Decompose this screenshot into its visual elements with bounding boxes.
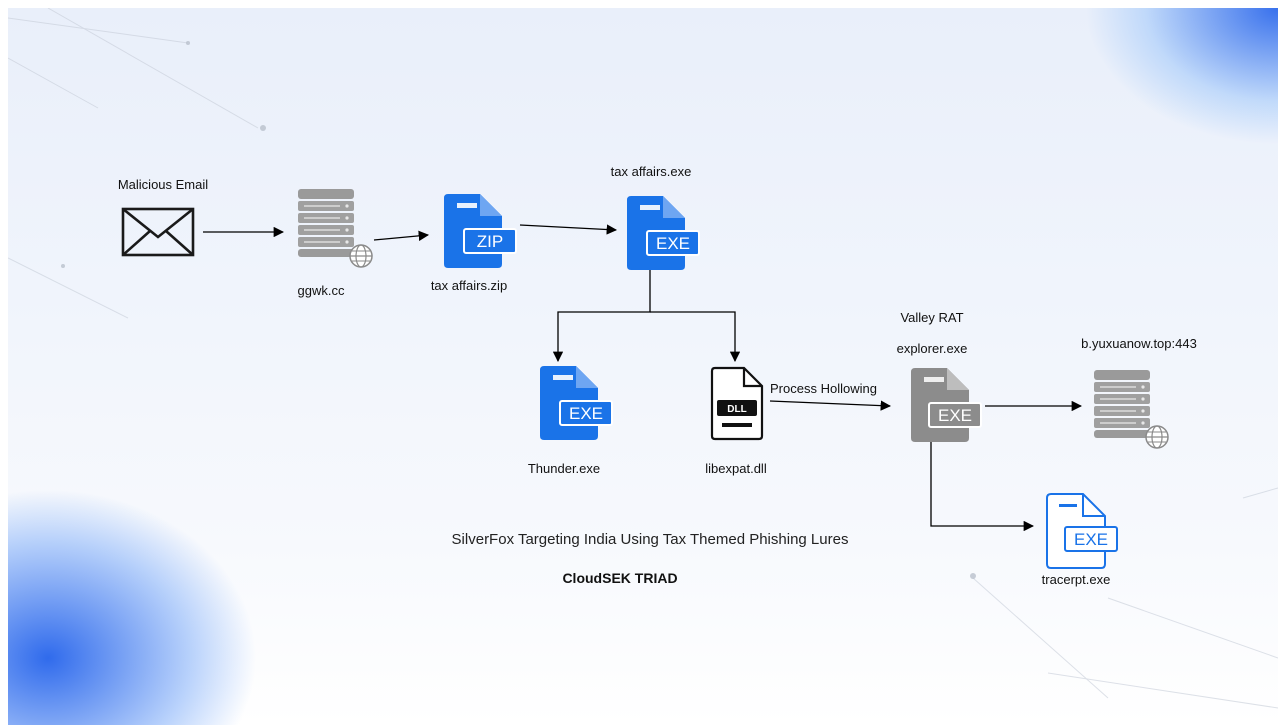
node-label-c2-server: b.yuxuanow.top:443 — [1081, 336, 1197, 351]
edge-explorer-to-tracerpt — [930, 440, 1035, 532]
node-label-libexpat: libexpat.dll — [705, 461, 767, 476]
node-label-thunder: Thunder.exe — [527, 461, 601, 476]
edge-lines — [203, 224, 1083, 532]
dll-file-icon: DLL — [710, 366, 764, 441]
svg-text:EXE: EXE — [938, 406, 972, 425]
node-label-explorer: explorer.exe — [896, 341, 968, 356]
node-label-tracerpt: tracerpt.exe — [1041, 572, 1111, 587]
exe-outline-file-icon: EXE — [1046, 493, 1118, 569]
envelope-icon — [121, 207, 195, 257]
edge-taxexe-to-libexpat — [650, 311, 741, 363]
exe-file-icon: EXE — [911, 368, 982, 442]
svg-text:DLL: DLL — [727, 404, 746, 415]
diagram-subtitle: CloudSEK TRIAD — [562, 570, 678, 586]
edge-zip-to-taxexe — [519, 224, 618, 235]
node-label-valley-rat: Valley RAT — [900, 310, 964, 325]
edge-taxexe-to-thunder — [552, 270, 651, 363]
web-server-icon — [1093, 369, 1169, 449]
svg-text:EXE: EXE — [1074, 530, 1108, 549]
svg-text:EXE: EXE — [569, 404, 603, 423]
node-label-ggwk: ggwk.cc — [297, 283, 345, 298]
web-server-icon — [297, 188, 373, 268]
node-label-tax-exe: tax affairs.exe — [610, 164, 692, 179]
zip-file-icon: ZIP — [444, 194, 517, 268]
svg-text:EXE: EXE — [656, 234, 690, 253]
exe-file-icon: EXE — [540, 366, 613, 440]
edge-label-process-hollowing: Process Hollowing — [770, 381, 877, 396]
edge-ggwk-to-zip — [373, 230, 430, 242]
diagram-canvas: ZIP EXE EXE DLL — [8, 8, 1278, 725]
background-network-dots — [61, 41, 976, 579]
edge-libexpat-to-explorer — [769, 400, 892, 411]
node-label-tax-zip: tax affairs.zip — [430, 278, 508, 293]
node-label-malicious-email: Malicious Email — [117, 177, 209, 192]
exe-file-icon: EXE — [627, 196, 700, 270]
diagram-title: SilverFox Targeting India Using Tax Them… — [451, 531, 849, 548]
background-network-lines — [8, 8, 1278, 709]
attack-flow-diagram: ZIP EXE EXE DLL — [8, 8, 1278, 709]
svg-text:ZIP: ZIP — [477, 232, 503, 251]
